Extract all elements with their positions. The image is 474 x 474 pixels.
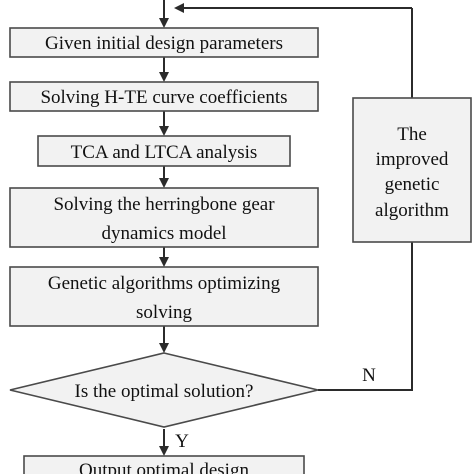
box-initial-parameters	[9, 27, 319, 58]
box-genetic-optimizing	[9, 266, 319, 327]
box-hte-coefficients	[9, 81, 319, 112]
decision-diamond	[9, 352, 319, 428]
box-dynamics-model	[9, 187, 319, 248]
label-side-line4: algorithm	[375, 200, 449, 221]
label-decision: Is the optimal solution?	[75, 381, 254, 402]
box-output-design	[23, 455, 305, 474]
label-side-line3: genetic	[385, 174, 440, 195]
label-dynamics-line2: dynamics model	[101, 223, 226, 244]
box-improved-genetic	[352, 97, 472, 243]
label-hte-coefficients: Solving H-TE curve coefficients	[40, 87, 287, 108]
label-tca-ltca: TCA and LTCA analysis	[71, 142, 258, 163]
label-branch-no: N	[362, 365, 376, 386]
label-genetic-line2: solving	[136, 302, 192, 323]
label-side-line2: improved	[376, 149, 449, 170]
label-branch-yes: Y	[175, 431, 189, 452]
label-side-line1: The	[397, 124, 427, 145]
label-dynamics-line1: Solving the herringbone gear	[53, 194, 275, 215]
label-output-design: Output optimal design	[79, 460, 249, 474]
label-genetic-line1: Genetic algorithms optimizing	[48, 273, 281, 294]
box-tca-ltca	[37, 135, 291, 167]
label-initial-parameters: Given initial design parameters	[45, 33, 283, 54]
connector-no-branch	[318, 242, 413, 391]
